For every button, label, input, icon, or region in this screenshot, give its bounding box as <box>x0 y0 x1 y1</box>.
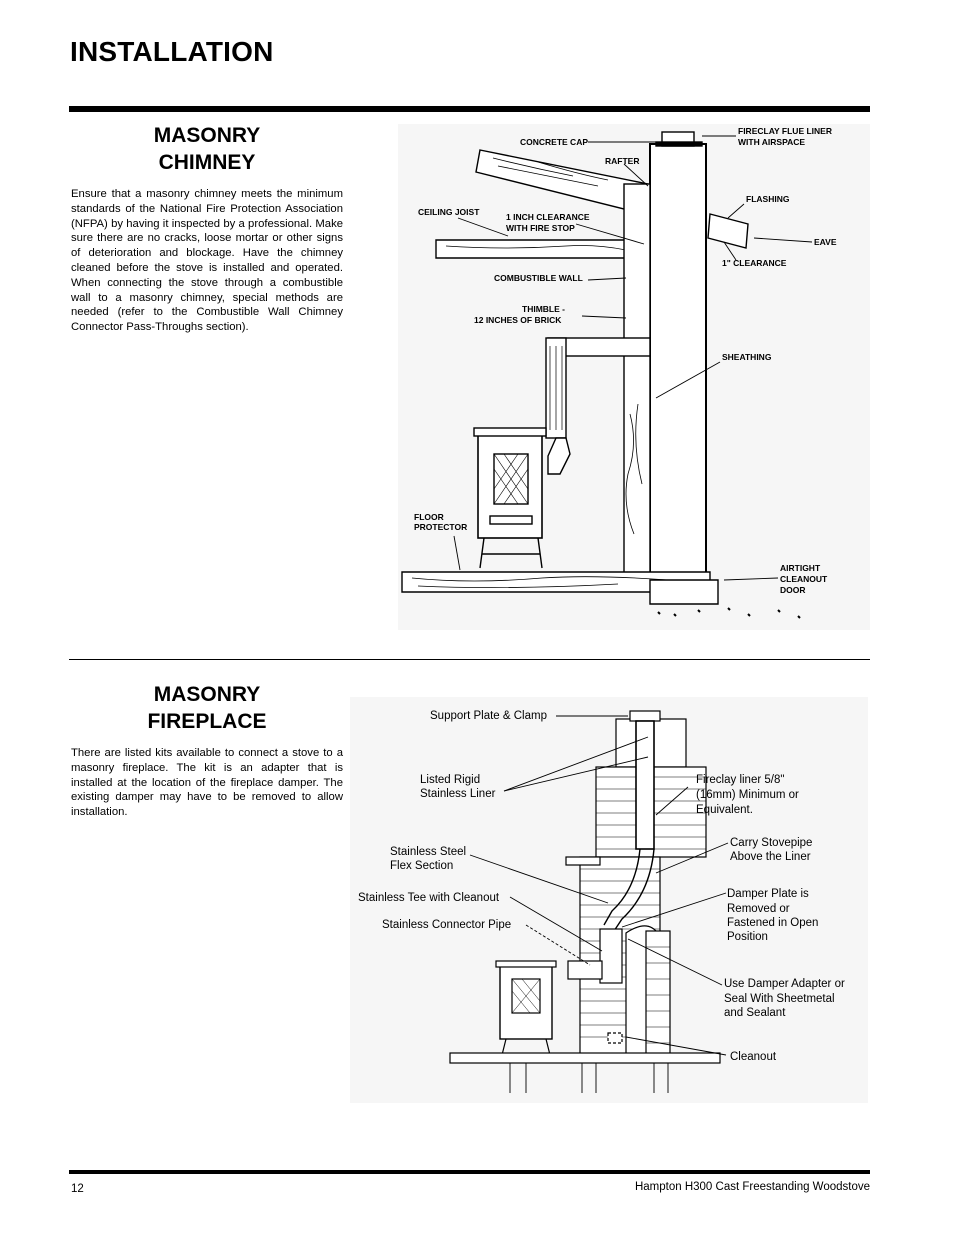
chimney-body-text: Ensure that a masonry chimney meets the … <box>71 188 343 334</box>
woodstove-icon <box>495 960 557 1056</box>
label-fireclay-2: (16mm) Minimum or <box>696 789 799 801</box>
label-cleanout-2: CLEANOUT <box>780 574 828 584</box>
label-support-plate: Support Plate & Clamp <box>430 710 547 722</box>
label-fireclay-liner-1: FIRECLAY FLUE LINER <box>738 126 832 136</box>
label-connector: Stainless Connector Pipe <box>382 919 511 931</box>
label-tee: Stainless Tee with Cleanout <box>358 892 500 904</box>
fireplace-heading: MASONRY FIREPLACE <box>70 681 344 735</box>
label-adapter-3: and Sealant <box>724 1007 786 1019</box>
masonry-chimney-diagram: CONCRETE CAP FIRECLAY FLUE LINER WITH AI… <box>398 124 870 630</box>
label-one-inch-clearance: 1" CLEARANCE <box>722 258 787 268</box>
chimney-heading-line2: CHIMNEY <box>158 151 256 174</box>
label-rigid-liner-2: Stainless Liner <box>420 788 496 800</box>
fireplace-body-text: There are listed kits available to conne… <box>71 747 343 819</box>
label-adapter-1: Use Damper Adapter or <box>724 978 845 990</box>
label-carry-2: Above the Liner <box>730 851 811 863</box>
page-title: INSTALLATION <box>70 36 274 67</box>
label-fireclay-liner-2: WITH AIRSPACE <box>738 137 805 147</box>
label-fireclay-1: Fireclay liner 5/8" <box>696 774 784 786</box>
label-damper-4: Position <box>727 931 768 943</box>
label-ceiling-joist: CEILING JOIST <box>418 207 480 217</box>
woodstove-icon <box>473 427 547 569</box>
label-damper-2: Removed or <box>727 903 790 915</box>
section-divider-middle <box>69 659 870 660</box>
label-floor-protector-2: PROTECTOR <box>414 522 467 532</box>
label-fireclay-3: Equivalent. <box>696 804 753 816</box>
label-rafter: RAFTER <box>605 156 639 166</box>
label-thimble-1: THIMBLE - <box>522 304 565 314</box>
label-cleanout-1: AIRTIGHT <box>780 563 821 573</box>
page-number: 12 <box>71 1183 84 1195</box>
fireplace-heading-line2: FIREPLACE <box>147 710 267 733</box>
section-divider-top <box>69 106 870 112</box>
label-clearance-1: 1 INCH CLEARANCE <box>506 212 590 222</box>
label-eave: EAVE <box>814 237 837 247</box>
label-combustible-wall: COMBUSTIBLE WALL <box>494 273 583 283</box>
label-cleanout-3: DOOR <box>780 585 806 595</box>
label-flex-2: Flex Section <box>390 860 453 872</box>
label-flex-1: Stainless Steel <box>390 846 466 858</box>
masonry-fireplace-diagram: Support Plate & Clamp Listed Rigid Stain… <box>350 697 868 1103</box>
label-floor-protector-1: FLOOR <box>414 512 444 522</box>
label-flashing: FLASHING <box>746 194 790 204</box>
label-clearance-2: WITH FIRE STOP <box>506 223 575 233</box>
chimney-heading: MASONRY CHIMNEY <box>70 122 344 176</box>
label-rigid-liner-1: Listed Rigid <box>420 774 480 786</box>
label-sheathing: SHEATHING <box>722 352 772 362</box>
footer-divider <box>69 1170 870 1174</box>
label-carry-1: Carry Stovepipe <box>730 837 812 849</box>
label-concrete-cap: CONCRETE CAP <box>520 137 588 147</box>
label-thimble-2: 12 INCHES OF BRICK <box>474 315 562 325</box>
fireplace-heading-line1: MASONRY <box>153 683 261 706</box>
label-cleanout: Cleanout <box>730 1051 777 1063</box>
label-damper-3: Fastened in Open <box>727 917 818 929</box>
label-damper-1: Damper Plate is <box>727 888 809 900</box>
footer-document-title: Hampton H300 Cast Freestanding Woodstove <box>634 1181 870 1193</box>
chimney-heading-line1: MASONRY <box>153 124 261 147</box>
label-adapter-2: Seal With Sheetmetal <box>724 993 835 1005</box>
